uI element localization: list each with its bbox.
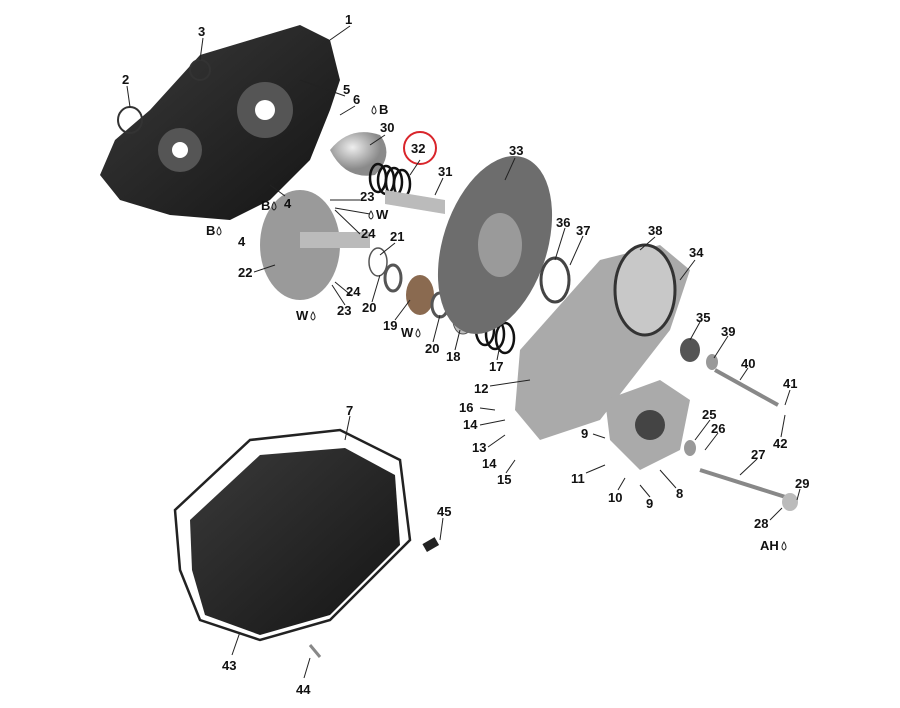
lube-mark-b: B <box>206 223 215 238</box>
leader-lines <box>126 25 801 679</box>
callout-11[interactable]: 11 <box>571 471 585 486</box>
lube-mark-b: B <box>261 198 270 213</box>
callout-10[interactable]: 10 <box>608 490 622 505</box>
callout-16[interactable]: 16 <box>459 400 473 415</box>
callout-30[interactable]: 30 <box>380 120 394 135</box>
drop-icon <box>368 210 374 220</box>
callout-13[interactable]: 13 <box>472 440 486 455</box>
callout-23[interactable]: 23 <box>337 303 351 318</box>
drop-icon <box>310 311 316 321</box>
drop-icon <box>415 328 421 338</box>
callout-40[interactable]: 40 <box>741 356 755 371</box>
callout-38[interactable]: 38 <box>648 223 662 238</box>
callout-22[interactable]: 22 <box>238 265 252 280</box>
inner-cover-part <box>100 25 340 220</box>
callout-8[interactable]: 8 <box>676 486 683 501</box>
callout-9[interactable]: 9 <box>581 426 588 441</box>
callout-24[interactable]: 24 <box>361 226 376 241</box>
callout-23[interactable]: 23 <box>360 189 374 204</box>
lube-mark-w: W <box>296 308 309 323</box>
callout-12[interactable]: 12 <box>474 381 488 396</box>
callout-2[interactable]: 2 <box>122 72 129 87</box>
outer-cover-43 <box>190 448 400 635</box>
callout-35[interactable]: 35 <box>696 310 710 325</box>
callout-4[interactable]: 4 <box>284 196 292 211</box>
callout-31[interactable]: 31 <box>438 164 452 179</box>
callout-36[interactable]: 36 <box>556 215 570 230</box>
callout-3[interactable]: 3 <box>198 24 205 39</box>
callout-43[interactable]: 43 <box>222 658 236 673</box>
callout-32[interactable]: 32 <box>411 141 425 156</box>
callout-17[interactable]: 17 <box>489 359 503 374</box>
lube-mark-w: W <box>401 325 414 340</box>
callout-45[interactable]: 45 <box>437 504 451 519</box>
callout-1[interactable]: 1 <box>345 12 352 27</box>
callout-28[interactable]: 28 <box>754 516 768 531</box>
gasket-7 <box>173 428 412 642</box>
callout-25[interactable]: 25 <box>702 407 716 422</box>
callout-21[interactable]: 21 <box>390 229 404 244</box>
callout-39[interactable]: 39 <box>721 324 735 339</box>
callout-29[interactable]: 29 <box>795 476 809 491</box>
callout-34[interactable]: 34 <box>689 245 704 260</box>
drop-icon <box>371 105 377 115</box>
callout-44[interactable]: 44 <box>296 682 311 697</box>
callout-19[interactable]: 19 <box>383 318 397 333</box>
spring-part-32 <box>368 162 445 214</box>
callout-6[interactable]: 6 <box>353 92 360 107</box>
drop-icon <box>271 201 277 211</box>
highlight-circle-32 <box>403 131 437 165</box>
callout-27[interactable]: 27 <box>751 447 765 462</box>
drop-icon <box>781 541 787 551</box>
lubricant-marks: B B B W W W AH <box>206 102 787 553</box>
drop-icon <box>216 226 222 236</box>
callout-4[interactable]: 4 <box>238 234 246 249</box>
callout-9[interactable]: 9 <box>646 496 653 511</box>
callout-33[interactable]: 33 <box>509 143 523 158</box>
callout-labels: 1 3 2 5 6 30 32 31 33 23 4 4 24 21 22 36… <box>122 12 809 697</box>
callout-37[interactable]: 37 <box>576 223 590 238</box>
lube-mark-w: W <box>376 207 389 222</box>
callout-41[interactable]: 41 <box>783 376 797 391</box>
callout-14[interactable]: 14 <box>482 456 497 471</box>
callout-15[interactable]: 15 <box>497 472 511 487</box>
callout-5[interactable]: 5 <box>343 82 350 97</box>
callout-14[interactable]: 14 <box>463 417 478 432</box>
callout-42[interactable]: 42 <box>773 436 787 451</box>
callout-20[interactable]: 20 <box>362 300 376 315</box>
part-30 <box>330 132 387 176</box>
callout-20[interactable]: 20 <box>425 341 439 356</box>
lube-mark-b: B <box>379 102 388 117</box>
callout-7[interactable]: 7 <box>346 403 353 418</box>
callout-18[interactable]: 18 <box>446 349 460 364</box>
callout-26[interactable]: 26 <box>711 421 725 436</box>
lube-mark-ah: AH <box>760 538 779 553</box>
callout-24[interactable]: 24 <box>346 284 361 299</box>
